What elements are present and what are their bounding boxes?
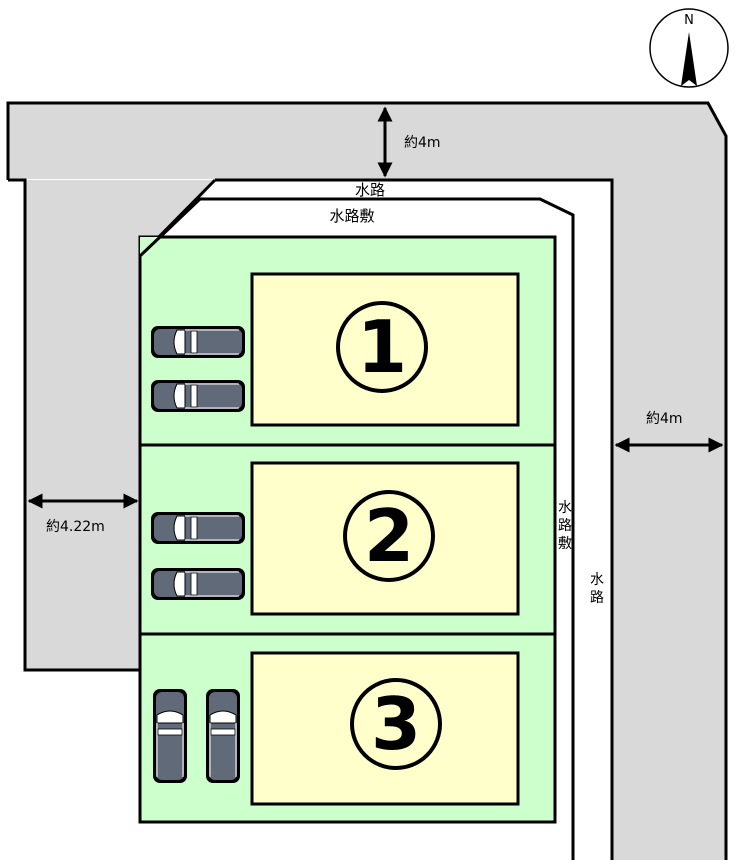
svg-text:2: 2 bbox=[364, 494, 414, 578]
car-icon bbox=[150, 325, 246, 359]
svg-text:水: 水 bbox=[590, 572, 604, 588]
svg-text:3: 3 bbox=[371, 682, 421, 766]
road-west-edge bbox=[8, 178, 140, 672]
svg-text:N: N bbox=[684, 13, 694, 28]
lot-3 bbox=[138, 632, 557, 824]
car-icon bbox=[150, 379, 246, 413]
svg-text:路: 路 bbox=[590, 590, 604, 606]
lot-2 bbox=[138, 443, 557, 636]
svg-text:水: 水 bbox=[558, 500, 572, 516]
lot-3-number: 3 bbox=[350, 678, 442, 770]
waterway-top-label: 水路 bbox=[355, 181, 385, 199]
lot-1-number: 1 bbox=[336, 301, 428, 393]
car-icon bbox=[152, 688, 188, 784]
car-icon bbox=[150, 567, 246, 601]
road-east-inner-edge bbox=[215, 178, 614, 860]
waterway-land-vertical-label: 水 路 敷 bbox=[558, 500, 572, 552]
waterway-vertical-label: 水 路 bbox=[590, 572, 604, 606]
svg-text:1: 1 bbox=[357, 305, 407, 389]
svg-text:路: 路 bbox=[558, 518, 572, 534]
north-road-width-label: 約4m bbox=[404, 135, 441, 151]
car-icon bbox=[205, 688, 241, 784]
road-north-edge bbox=[6, 101, 728, 860]
waterway-land-top-label: 水路敷 bbox=[329, 207, 374, 225]
road-area bbox=[8, 103, 726, 860]
waterway-land-edge bbox=[158, 197, 575, 860]
north-compass-icon: N bbox=[649, 8, 729, 88]
west-road-width-label: 約4.22m bbox=[46, 519, 105, 535]
car-icon bbox=[150, 511, 246, 545]
lot-2-number: 2 bbox=[343, 490, 435, 582]
svg-text:敷: 敷 bbox=[558, 536, 572, 552]
east-road-width-label: 約4m bbox=[646, 411, 683, 427]
